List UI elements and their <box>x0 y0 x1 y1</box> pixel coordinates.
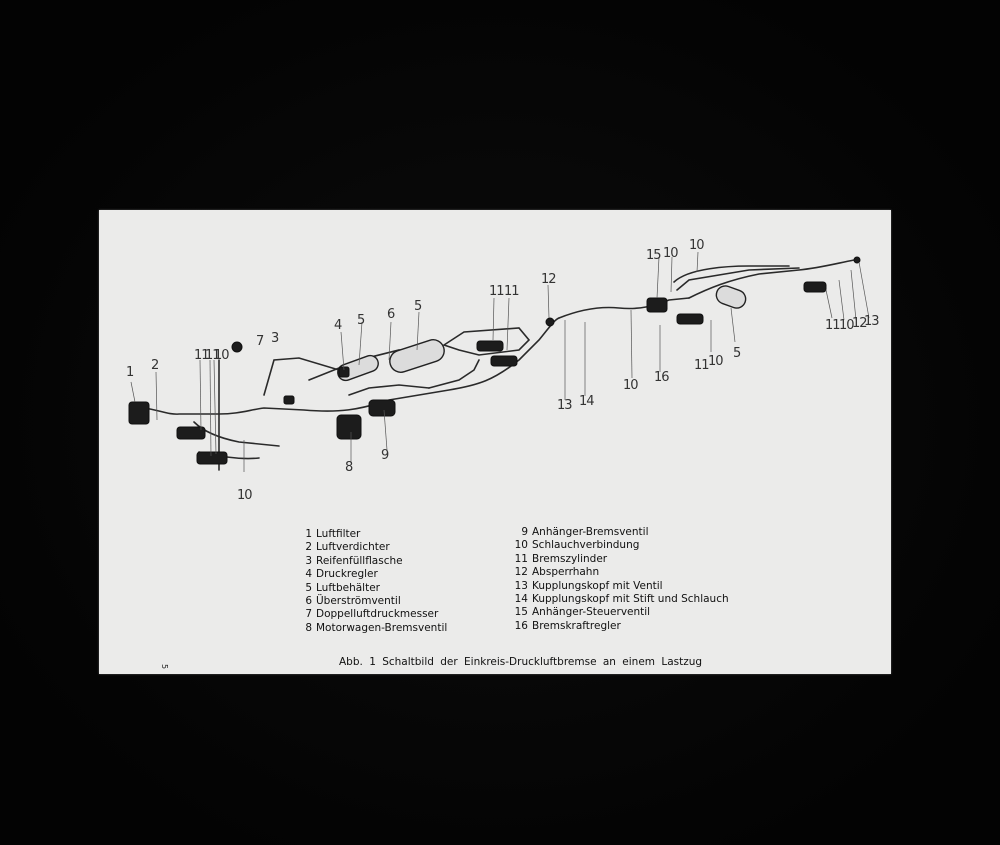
callout-11: 11 <box>489 284 505 299</box>
callout-3: 3 <box>271 331 279 346</box>
callout-10: 10 <box>689 238 705 253</box>
callout-10: 10 <box>214 348 230 363</box>
figure-caption: Abb. 1 Schaltbild der Einkreis-Druckluft… <box>339 656 703 668</box>
callout-7: 7 <box>256 334 264 349</box>
callout-12: 12 <box>541 272 557 287</box>
callout-14: 14 <box>579 394 595 409</box>
callout-5: 5 <box>733 346 741 361</box>
callout-10: 10 <box>623 378 639 393</box>
page-number: 5 <box>160 663 170 670</box>
callout-11: 11 <box>194 348 210 363</box>
callout-11: 11 <box>694 358 710 373</box>
brake-system-schematic <box>128 251 870 472</box>
callout-10: 10 <box>663 246 679 261</box>
callout-9: 9 <box>381 448 389 463</box>
callout-5: 5 <box>357 313 365 328</box>
callout-12: 12 <box>852 316 868 331</box>
callout-13: 13 <box>557 398 573 413</box>
diagram-plate: 1 2 11 11 10 7 3 4 5 6 5 8 9 10 11 11 12… <box>99 210 891 674</box>
callout-4: 4 <box>334 318 342 333</box>
callout-5: 5 <box>414 299 422 314</box>
callout-16: 16 <box>654 370 670 385</box>
callout-6: 6 <box>387 307 395 322</box>
callout-10: 10 <box>237 488 253 503</box>
callout-11: 11 <box>504 284 520 299</box>
callout-15: 15 <box>646 248 662 263</box>
callout-11: 11 <box>205 348 221 363</box>
callout-13: 13 <box>864 314 880 329</box>
callout-10: 10 <box>839 318 855 333</box>
callout-11: 11 <box>825 318 841 333</box>
callout-10: 10 <box>708 354 724 369</box>
callout-2: 2 <box>151 358 159 373</box>
callout-1: 1 <box>126 365 134 380</box>
callout-8: 8 <box>345 460 353 475</box>
